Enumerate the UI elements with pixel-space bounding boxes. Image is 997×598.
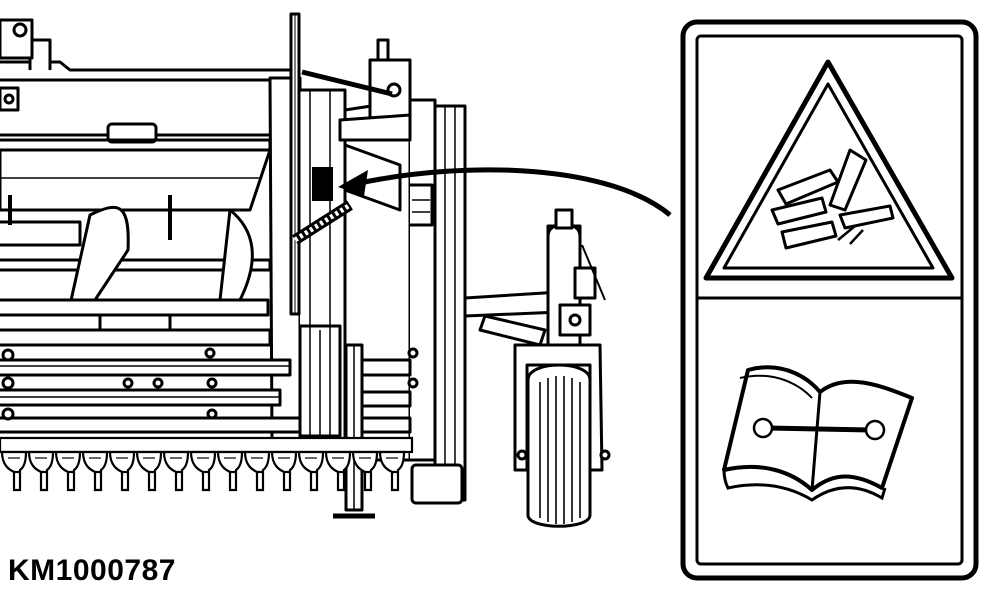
hand-crush-warning-triangle-icon	[703, 59, 955, 281]
curved-callout-arrow-icon	[338, 167, 672, 217]
decal-location-marker	[312, 167, 333, 201]
safety-decal-panel	[680, 19, 979, 581]
tine-row	[0, 436, 414, 492]
figure-code-label: KM1000787	[8, 554, 176, 587]
gauge-wheel-assembly	[463, 208, 611, 528]
service-manual-wrench-book-icon	[722, 365, 914, 502]
machine-frame	[0, 12, 467, 519]
